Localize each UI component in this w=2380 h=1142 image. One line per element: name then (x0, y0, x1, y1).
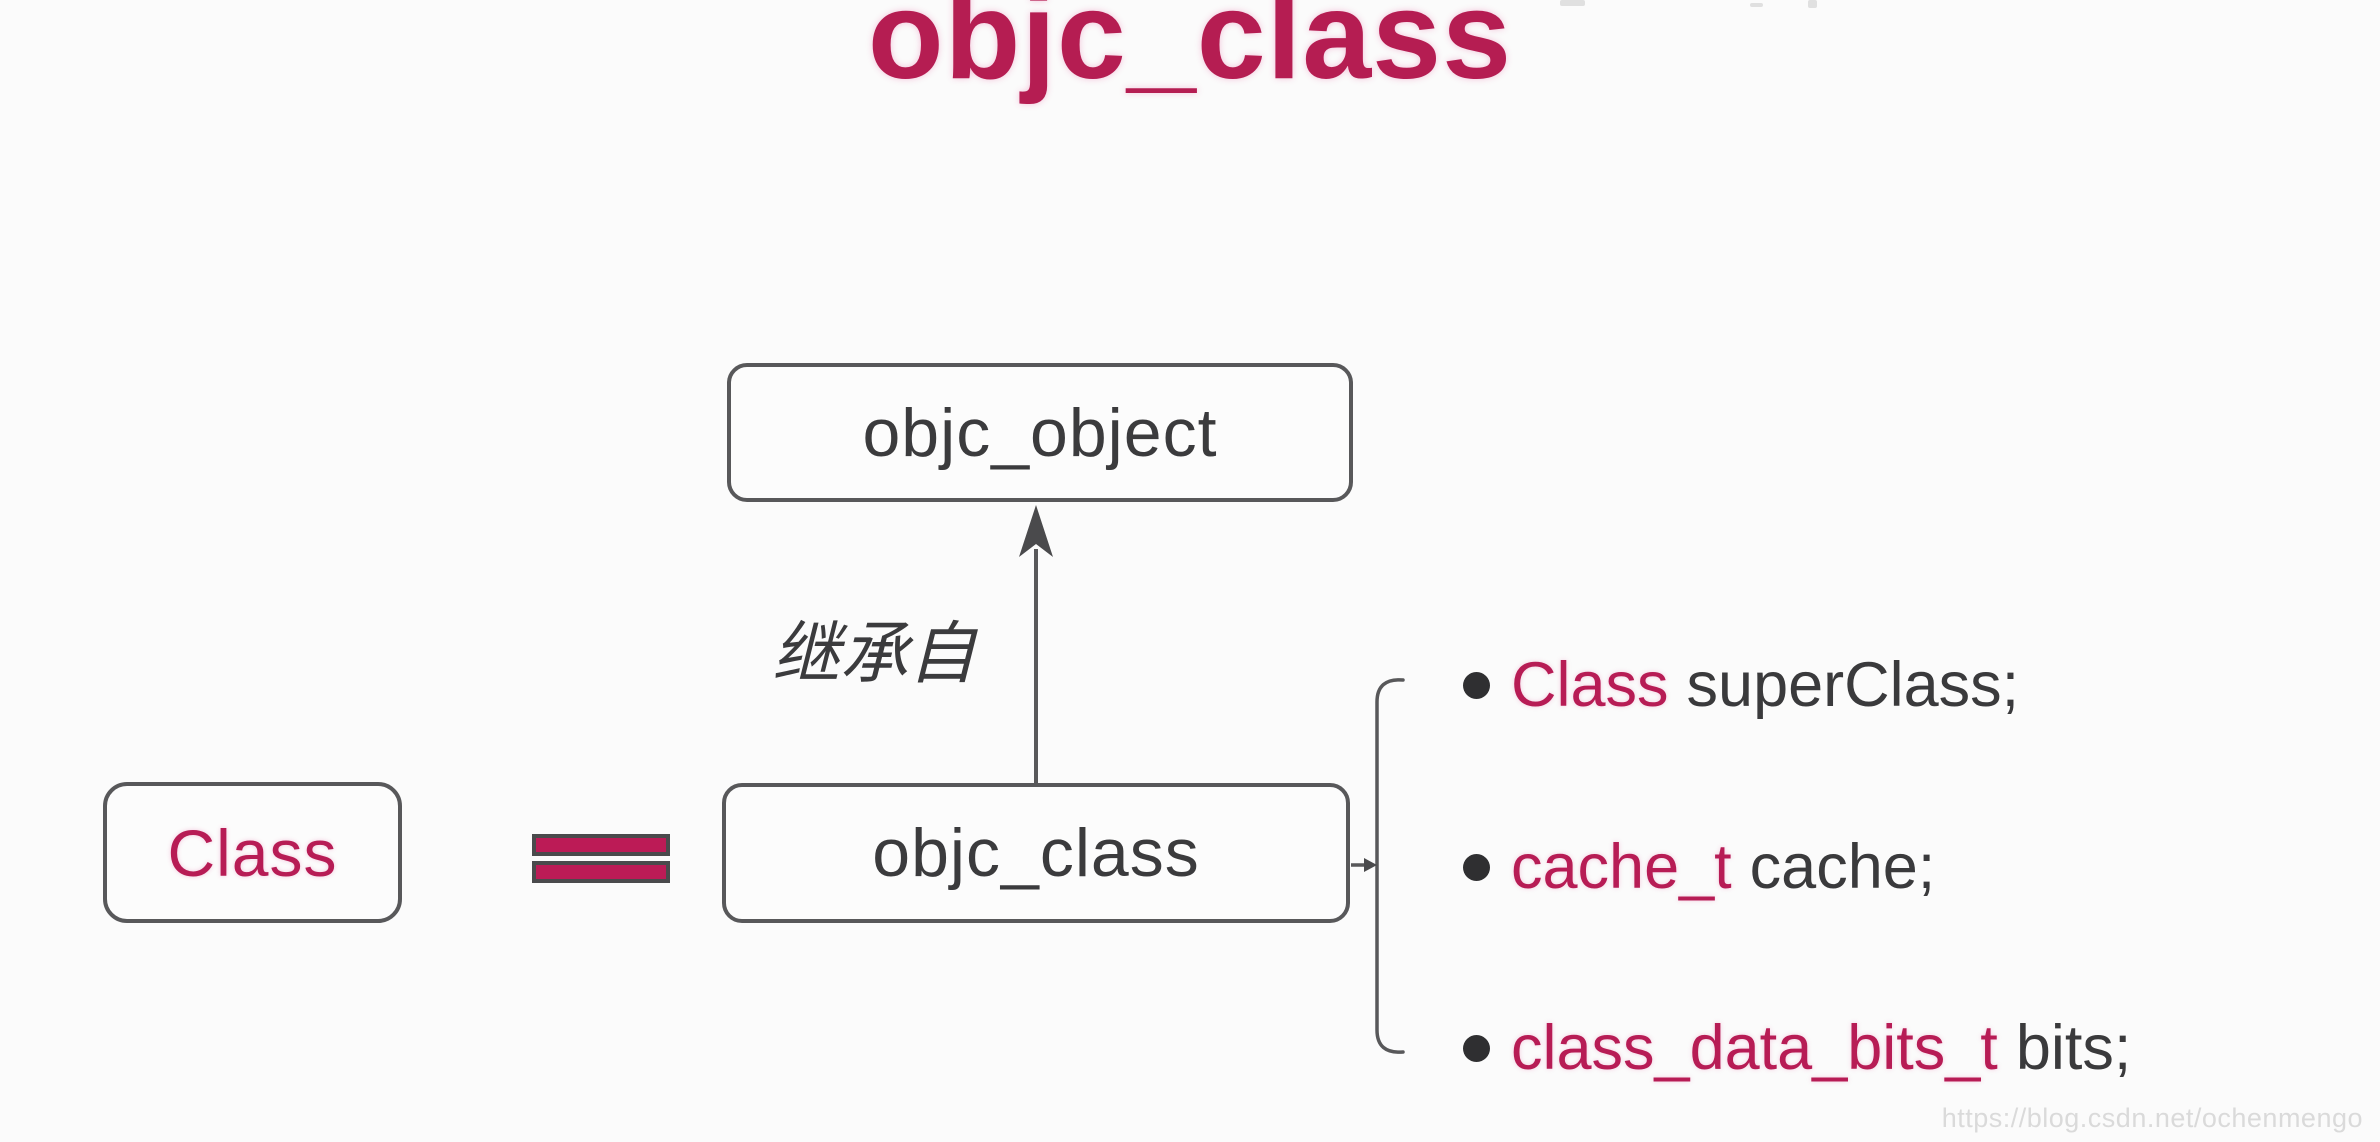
screen-artifact-mark (1560, 0, 1585, 6)
member-type: Class (1511, 650, 1669, 720)
node-objc-object-label: objc_object (862, 394, 1218, 471)
member-name: bits; (2015, 1013, 2132, 1083)
node-class: Class (103, 782, 402, 923)
member-row-cache: cache_t cache; (1452, 832, 1935, 902)
page-title: objc_class (867, 0, 1513, 105)
bullet-dot-icon (1463, 853, 1490, 881)
member-row-bits: class_data_bits_t bits; (1452, 1013, 2131, 1083)
member-type: class_data_bits_t (1511, 1013, 1998, 1083)
screen-artifact-mark (1750, 3, 1763, 7)
equals-bar-top (532, 834, 670, 856)
member-type: cache_t (1511, 832, 1732, 902)
inheritance-arrow-icon (1019, 505, 1053, 785)
screen-artifact-mark (1808, 0, 1817, 8)
equals-icon (532, 834, 670, 883)
bullet-dot-icon (1463, 671, 1490, 699)
inherits-from-label: 继承自 (772, 616, 977, 692)
node-objc-class-label: objc_class (872, 815, 1200, 891)
member-name: superClass; (1686, 650, 2020, 720)
node-objc-object: objc_object (727, 363, 1353, 502)
member-name: cache; (1749, 832, 1936, 902)
node-objc-class: objc_class (722, 783, 1350, 923)
equals-bar-bottom (532, 861, 670, 883)
members-bracket-icon (1351, 678, 1405, 1054)
member-row-superclass: Class superClass; (1452, 650, 2019, 720)
node-class-label: Class (167, 815, 338, 890)
watermark: https://blog.csdn.net/ochenmengo (1941, 1103, 2363, 1133)
bullet-dot-icon (1463, 1034, 1490, 1062)
